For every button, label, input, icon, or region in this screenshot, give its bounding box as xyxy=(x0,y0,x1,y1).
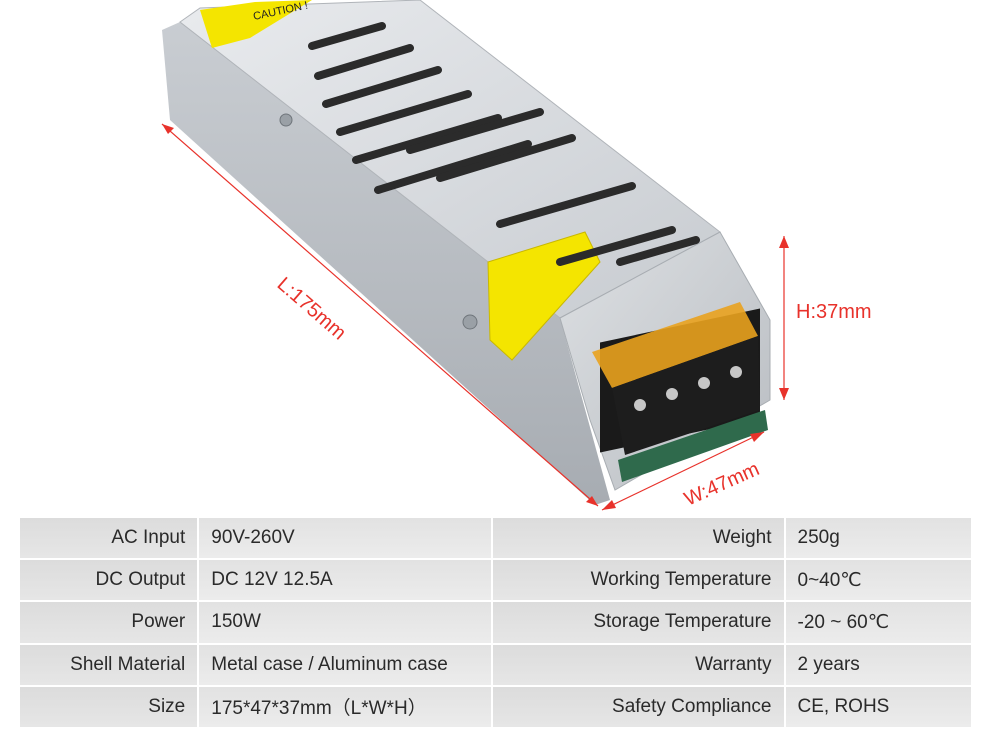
power-supply-unit: CAUTION ! xyxy=(162,0,771,505)
caution-label xyxy=(200,0,312,48)
spec-key: Power xyxy=(20,602,198,643)
terminal-block xyxy=(592,302,768,482)
dimension-height: H:37mm xyxy=(779,236,872,400)
spec-key: Working Temperature xyxy=(492,560,784,601)
table-row: Power 150W Storage Temperature -20 ~ 60℃ xyxy=(20,602,971,643)
spec-key: Shell Material xyxy=(20,644,198,685)
spec-sticker xyxy=(487,231,601,361)
terminal-cover xyxy=(592,302,758,388)
spec-key: Warranty xyxy=(492,644,784,685)
screw xyxy=(462,314,478,330)
spec-key: Safety Compliance xyxy=(492,686,784,727)
spec-value: 0~40℃ xyxy=(785,560,971,601)
table-row: Shell Material Metal case / Aluminum cas… xyxy=(20,644,971,685)
length-label: L:175mm xyxy=(273,273,350,344)
table-row: DC Output DC 12V 12.5A Working Temperatu… xyxy=(20,560,971,601)
spec-value: 250g xyxy=(785,518,971,559)
spec-key: Size xyxy=(20,686,198,727)
spec-key: Weight xyxy=(492,518,784,559)
spec-key: DC Output xyxy=(20,560,198,601)
case-side xyxy=(162,22,610,505)
spec-value: 150W xyxy=(199,602,491,643)
spec-value: DC 12V 12.5A xyxy=(199,560,491,601)
height-label: H:37mm xyxy=(796,301,872,323)
spec-key: Storage Temperature xyxy=(492,602,784,643)
spec-value: Metal case / Aluminum case xyxy=(199,644,491,685)
product-photo: CAUTION ! xyxy=(161,0,872,511)
spec-value: 2 years xyxy=(785,644,971,685)
table-row: Size 175*47*37mm（L*W*H） Safety Complianc… xyxy=(20,686,971,727)
spec-value: 175*47*37mm（L*W*H） xyxy=(199,686,491,727)
spec-table: AC Input 90V-260V Weight 250g DC Output … xyxy=(18,516,973,729)
spec-key: AC Input xyxy=(20,518,198,559)
pcb-edge xyxy=(618,410,768,482)
table-row: AC Input 90V-260V Weight 250g xyxy=(20,518,971,559)
spec-value: -20 ~ 60℃ xyxy=(785,602,971,643)
terminal-base xyxy=(612,336,760,455)
spec-value: CE, ROHS xyxy=(785,686,971,727)
vent-slots xyxy=(308,22,700,266)
spec-value: 90V-260V xyxy=(199,518,491,559)
screw xyxy=(279,113,293,127)
